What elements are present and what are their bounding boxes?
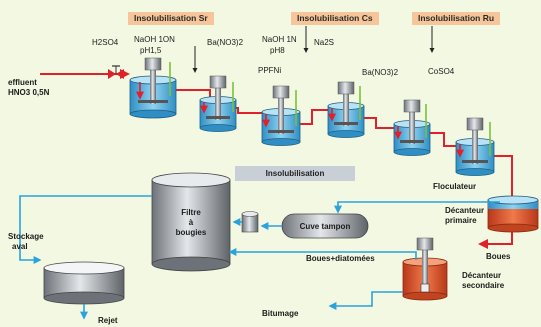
- reagent-naoh-10n: NaOH 1ON: [134, 35, 175, 44]
- inlet-hno3-label: HNO3 0,5N: [8, 88, 50, 97]
- label-floculateur: Floculateur: [433, 182, 477, 191]
- inlet-valve-icon[interactable]: [108, 65, 124, 79]
- filtre-a-bougies: [151, 172, 231, 272]
- reactor-tank-1: [129, 57, 177, 119]
- label-stockage-1: Stockage: [8, 232, 44, 241]
- header-insolubilisation-ru: Insolubilisation Ru: [412, 12, 501, 25]
- label-bitumage: Bitumage: [262, 309, 299, 318]
- injection-arrows: [136, 62, 491, 158]
- reagent-naoh-1n: NaOH 1N: [262, 35, 297, 44]
- reactor-tank-2: [199, 75, 237, 132]
- header-insolubilisation-sr: Insolubilisation Sr: [128, 12, 214, 25]
- label-stockage-2: aval: [12, 242, 28, 251]
- reagent-bano3-2: Ba(NO3)2: [362, 68, 399, 77]
- stockage-aval-tank: [43, 261, 125, 305]
- label-decanteur-secondaire-2: secondaire: [462, 281, 505, 290]
- label-filtre-1: Filtre: [181, 208, 201, 217]
- label-decanteur-secondaire-1: Décanteur: [462, 271, 502, 280]
- decanteur-secondaire: [402, 237, 448, 301]
- reagent-coso4: CoSO4: [428, 67, 455, 76]
- reagent-na2s: Na2S: [314, 38, 335, 47]
- reagent-bano3-1: Ba(NO3)2: [207, 38, 244, 47]
- label-filtre-3: bougies: [175, 228, 207, 237]
- reagent-h2so4: H2SO4: [92, 38, 119, 47]
- reagent-ph-1-5: pH1,5: [140, 46, 162, 55]
- reactor-tank-4: [327, 81, 365, 138]
- label-filtre-2: à: [188, 218, 194, 227]
- decanteur-primaire: [487, 195, 539, 233]
- floculateur-tank: [455, 117, 495, 176]
- reagent-ph-8: pH8: [270, 46, 285, 55]
- header-insolubilisation-cs: Insolubilisation Cs: [291, 12, 379, 25]
- pump-icon: [241, 211, 259, 233]
- inlet-effluent-label: effluent: [8, 78, 37, 87]
- label-boues: Boues: [486, 252, 511, 261]
- label-rejet: Rejet: [98, 316, 118, 325]
- reactor-tank-5: [393, 99, 431, 156]
- label-decanteur-primaire-1: Décanteur: [445, 206, 485, 215]
- reagent-ppfni: PPFNi: [258, 66, 282, 75]
- reactor-tank-3: [261, 85, 301, 146]
- water-lines: [19, 195, 500, 320]
- process-line: [40, 69, 513, 249]
- insolubilisation-band: Insolubilisation: [235, 166, 355, 181]
- reagent-arrows: [192, 26, 435, 73]
- label-boues-diatomees: Boues+diatomées: [306, 254, 375, 263]
- label-decanteur-primaire-2: primaire: [445, 216, 477, 225]
- label-cuve-tampon: Cuve tampon: [299, 222, 351, 231]
